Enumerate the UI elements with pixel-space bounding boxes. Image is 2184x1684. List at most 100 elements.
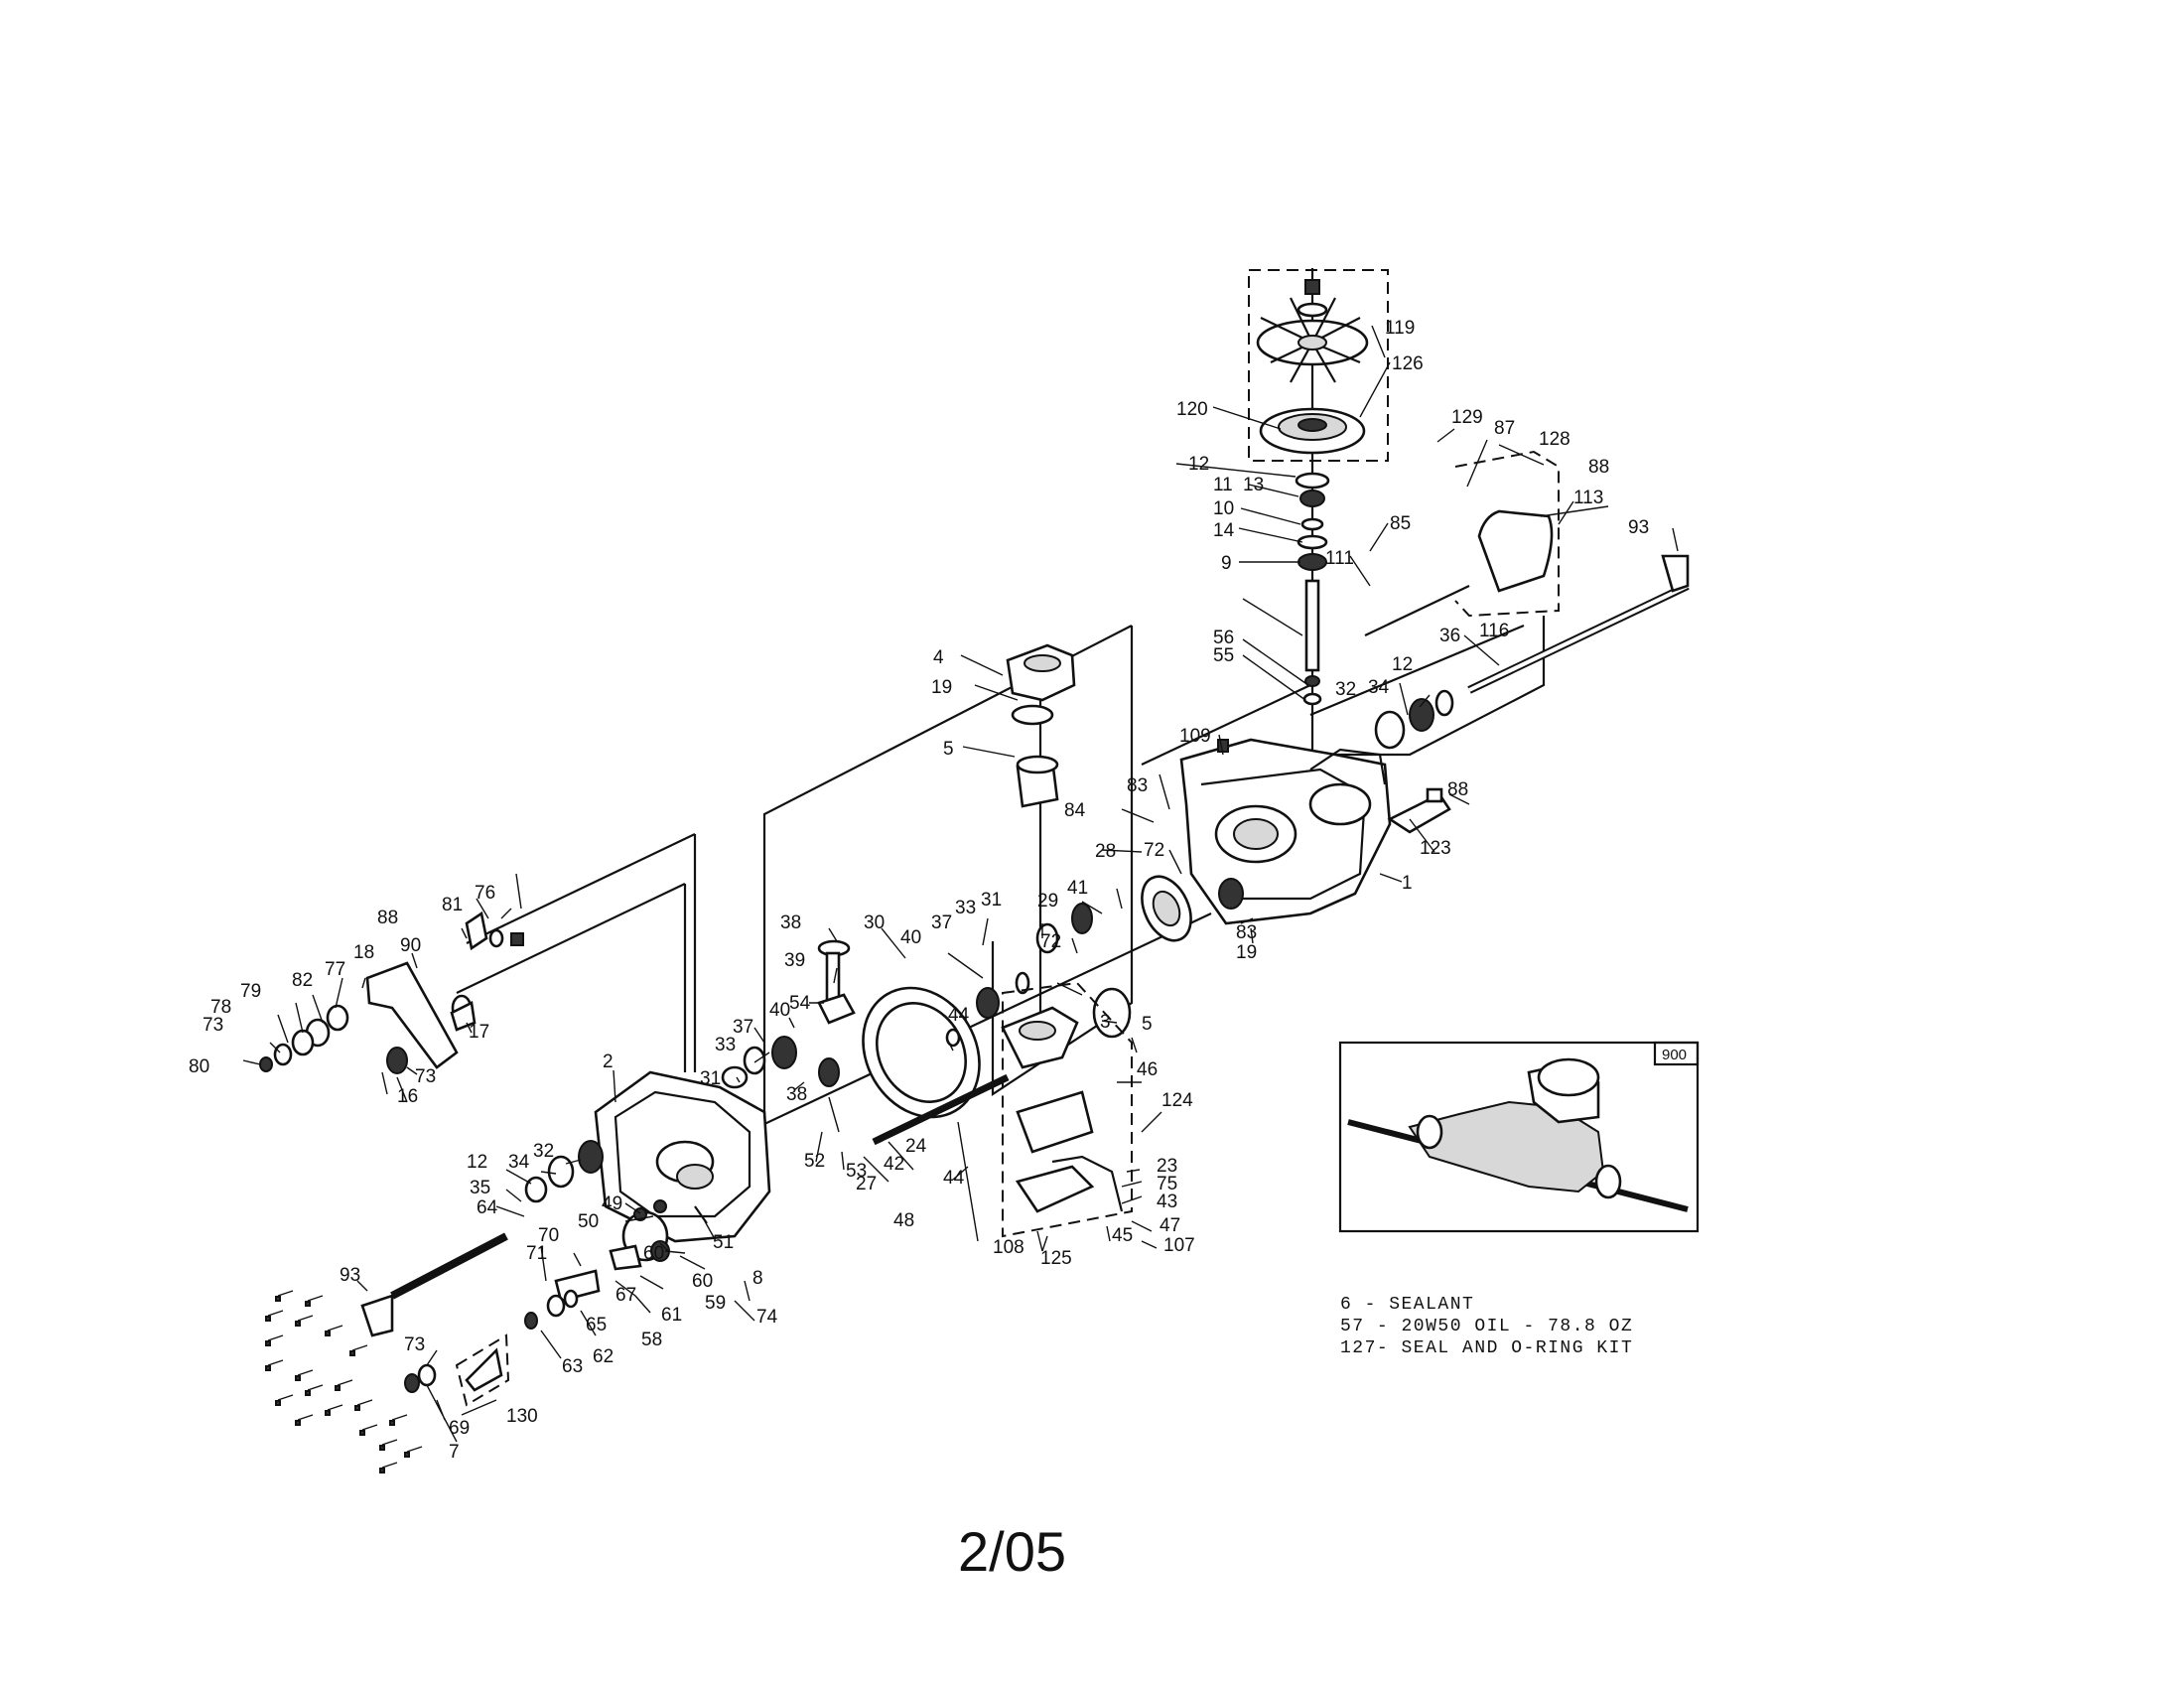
callout-label: 4 [933, 647, 944, 668]
callout-label: 3 [1100, 1012, 1111, 1033]
callout-label: 27 [856, 1174, 877, 1194]
callout-label: 31 [981, 890, 1002, 911]
callout-label: 126 [1392, 353, 1424, 374]
callout-label: 107 [1163, 1235, 1195, 1256]
callout-label: 44 [943, 1168, 965, 1189]
callout-label: 87 [1494, 418, 1515, 439]
callout-label: 79 [240, 981, 261, 1002]
callout-label: 60 [692, 1271, 713, 1292]
callout-label: 130 [506, 1406, 538, 1427]
callout-label: 13 [1243, 475, 1264, 495]
callout-label: 82 [292, 970, 313, 991]
bracket [1387, 787, 1451, 834]
callout-label: 93 [340, 1265, 360, 1286]
right-axle [1374, 554, 1690, 750]
callout-label: 2 [603, 1052, 614, 1072]
callout-label: 125 [1040, 1248, 1072, 1269]
callout-label: 23 [1157, 1156, 1177, 1177]
callout-label: 41 [1067, 878, 1088, 899]
callout-label: 45 [1112, 1225, 1133, 1246]
callout-label: 18 [353, 942, 374, 963]
right-housing [1179, 738, 1392, 925]
callout-label: 116 [1479, 621, 1509, 641]
callout-label: 14 [1213, 520, 1235, 541]
note-line: 127- SEAL AND O-RING KIT [1340, 1338, 1633, 1358]
callout-label: 128 [1539, 429, 1570, 450]
callout-label: 1 [1402, 873, 1413, 894]
inset-tag: 900 [1662, 1047, 1687, 1063]
callout-label: 64 [477, 1197, 498, 1218]
callout-label: 119 [1385, 318, 1415, 339]
callout-label: 28 [1095, 841, 1116, 862]
callout-label: 65 [586, 1315, 607, 1335]
callout-label: 63 [562, 1356, 583, 1377]
callout-label: 38 [780, 912, 801, 933]
callout-label: 88 [1447, 779, 1468, 800]
callout-label: 39 [784, 950, 805, 971]
callout-label: 90 [400, 935, 421, 956]
callout-label: 59 [705, 1293, 726, 1314]
callout-label: 40 [769, 1000, 790, 1021]
callout-label: 108 [993, 1237, 1024, 1258]
leader-lines [242, 325, 1679, 1443]
gear-train [721, 875, 1244, 1146]
callout-label: 52 [804, 1151, 825, 1172]
callout-label: 34 [1368, 677, 1390, 698]
parts-notes: 6 - SEALANT 57 - 20W50 OIL - 78.8 OZ 127… [1340, 1295, 1633, 1358]
callout-label: 24 [905, 1136, 927, 1157]
callout-label: 80 [189, 1056, 209, 1077]
callout-label: 69 [449, 1418, 470, 1439]
callout-label: 55 [1213, 645, 1234, 666]
callout-label: 9 [1221, 553, 1232, 574]
ring-gear-icon [862, 986, 981, 1119]
callout-label: 31 [700, 1068, 721, 1089]
callout-label: 88 [1588, 457, 1609, 478]
callout-label: 17 [469, 1022, 489, 1043]
callout-label: 70 [538, 1225, 559, 1246]
callout-label: 5 [943, 739, 954, 760]
callout-label: 83 [1127, 775, 1148, 796]
callout-label: 53 [846, 1161, 867, 1182]
fan-icon [1256, 297, 1369, 383]
callout-label: 124 [1161, 1090, 1193, 1111]
callout-label: 123 [1420, 838, 1451, 859]
callout-label: 46 [1137, 1059, 1158, 1080]
callout-label: 48 [893, 1210, 914, 1231]
callout-label: 44 [948, 1005, 970, 1026]
callout-label: 51 [713, 1232, 734, 1253]
input-shaft-stack [1295, 472, 1330, 706]
page-footer-date: 2/05 [958, 1520, 1066, 1583]
callout-label: 8 [752, 1268, 763, 1289]
callout-label: 19 [931, 677, 952, 698]
callout-label: 42 [884, 1154, 904, 1175]
callout-label: 74 [756, 1307, 778, 1328]
callout-label: 29 [1037, 891, 1058, 912]
fan-pulley-icon [1259, 407, 1366, 455]
callout-label: 54 [789, 993, 811, 1014]
callout-label: 34 [508, 1152, 530, 1173]
cover-assembly [1364, 450, 1560, 636]
left-axle [360, 1140, 604, 1337]
callout-label: 71 [526, 1243, 547, 1264]
callout-label: 67 [615, 1285, 636, 1306]
callout-label: 19 [1236, 942, 1257, 963]
callout-label: 32 [533, 1141, 554, 1162]
callout-label: 12 [467, 1152, 487, 1173]
callout-label: 120 [1176, 399, 1208, 420]
left-housing [594, 1070, 771, 1243]
callout-label: 33 [715, 1035, 736, 1055]
callout-label: 81 [442, 895, 463, 915]
callout-label: 113 [1573, 488, 1603, 508]
callout-label: 73 [415, 1066, 436, 1087]
callout-label: 12 [1392, 654, 1413, 675]
callout-label: 73 [404, 1334, 425, 1355]
callout-label: 88 [377, 908, 398, 928]
assembled-view-inset: 900 [1338, 1041, 1700, 1233]
callout-label: 49 [602, 1193, 622, 1214]
callout-label: 83 [1236, 922, 1257, 943]
callout-label: 77 [325, 959, 345, 980]
callout-label: 84 [1064, 800, 1086, 821]
callout-label: 47 [1160, 1215, 1180, 1236]
callout-label: 93 [1628, 517, 1649, 538]
